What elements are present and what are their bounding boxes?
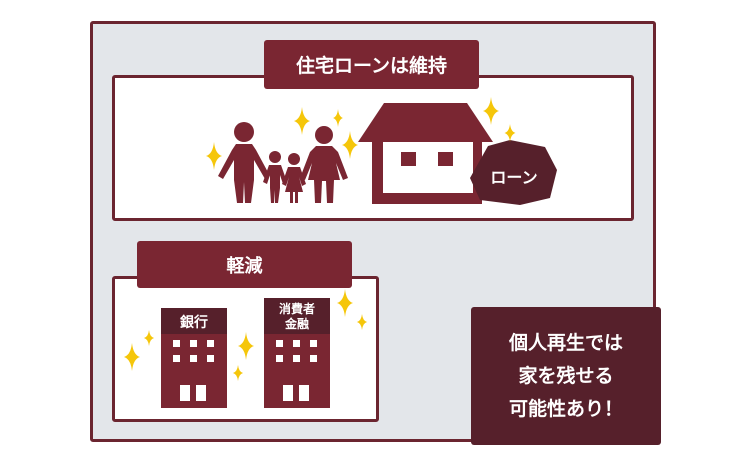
family-icon bbox=[218, 122, 348, 203]
consumer-finance-building-icon: 消費者 金融 bbox=[264, 298, 330, 408]
callout-box: 個人再生では 家を残せる 可能性あり！ bbox=[471, 307, 661, 445]
loan-label: ローン bbox=[490, 168, 537, 187]
house-icon bbox=[358, 103, 493, 204]
sparkle-icons-bottom bbox=[124, 289, 367, 381]
bank-building-icon: 銀行 bbox=[161, 308, 227, 408]
loan-rock-icon: ローン bbox=[470, 140, 557, 205]
bottom-section-title: 軽減 bbox=[137, 241, 352, 288]
consumer-finance-label-line1: 消費者 bbox=[279, 301, 315, 316]
callout-line2: 家を残せる bbox=[518, 364, 614, 387]
top-section-title: 住宅ローンは維持 bbox=[264, 40, 479, 89]
consumer-finance-label-line2: 金融 bbox=[284, 316, 309, 331]
callout-line1: 個人再生では bbox=[508, 331, 623, 354]
bank-label: 銀行 bbox=[180, 314, 208, 331]
callout-line3: 可能性あり！ bbox=[508, 397, 623, 420]
